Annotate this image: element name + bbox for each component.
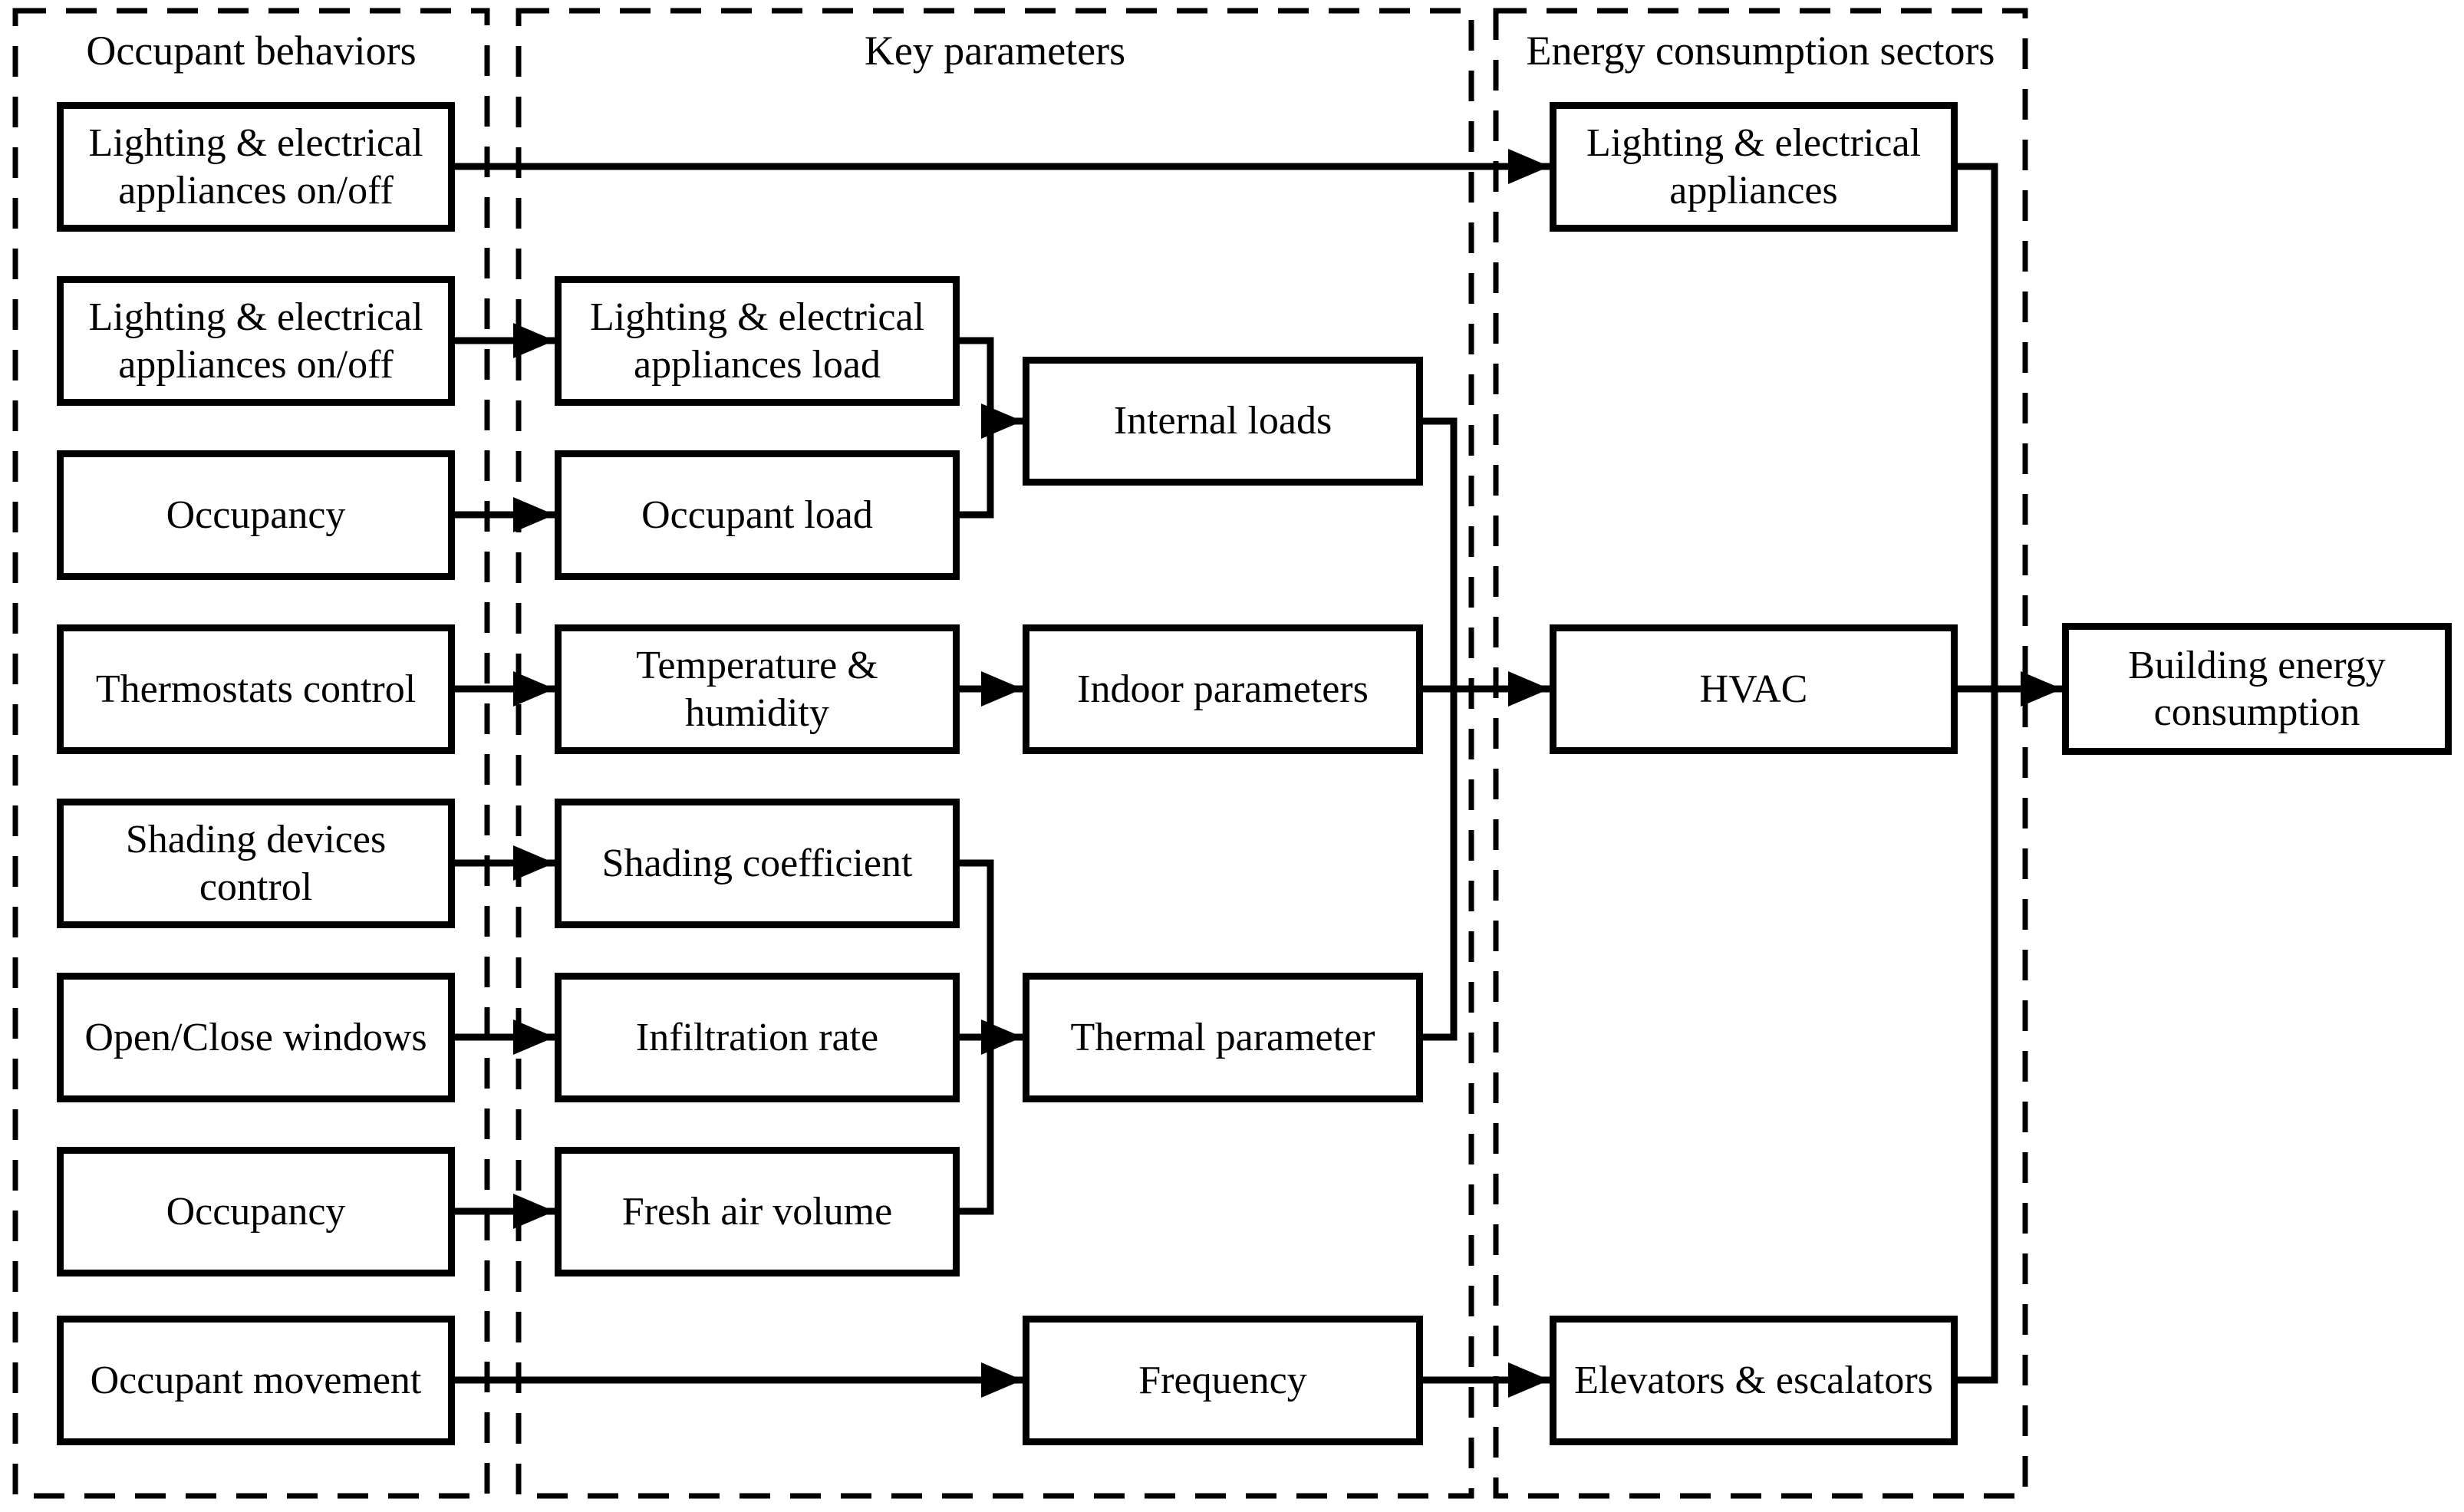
box-temperature-humidity: Temperature & humidity [555, 624, 960, 754]
panel-key-parameters-outline [516, 8, 1474, 1499]
box-indoor-parameters: Indoor parameters [1023, 624, 1423, 754]
box-fresh-air-volume: Fresh air volume [555, 1147, 960, 1276]
box-shading-coefficient: Shading coefficient [555, 799, 960, 928]
bracket-internal-loads [960, 337, 994, 519]
box-occupancy-2: Occupancy [57, 1147, 455, 1276]
box-thermostats-control: Thermostats control [57, 624, 455, 754]
panel-outlines [12, 8, 2028, 1499]
panel-occupant-behaviors-outline [12, 8, 490, 1499]
box-lighting-appliances-sector: Lighting & electrical appliances [1550, 102, 1958, 232]
box-occupant-load: Occupant load [555, 450, 960, 580]
box-lighting-onoff-1: Lighting & electrical appliances on/off [57, 102, 455, 232]
box-occupancy-1: Occupancy [57, 450, 455, 580]
box-frequency: Frequency [1023, 1316, 1423, 1445]
panel-energy-sectors-outline [1493, 8, 2028, 1499]
box-occupant-movement: Occupant movement [57, 1316, 455, 1445]
panel-title-energy-sectors: Energy consumption sectors [1526, 28, 1995, 74]
box-elevators-escalators: Elevators & escalators [1550, 1316, 1958, 1445]
box-lighting-load: Lighting & electrical appliances load [555, 276, 960, 406]
box-thermal-parameter: Thermal parameter [1023, 973, 1423, 1102]
panel-title-occupant-behaviors: Occupant behaviors [86, 28, 417, 74]
box-shading-devices-control: Shading devices control [57, 799, 455, 928]
box-internal-loads: Internal loads [1023, 357, 1423, 486]
panel-title-key-parameters: Key parameters [864, 28, 1126, 74]
box-infiltration-rate: Infiltration rate [555, 973, 960, 1102]
box-open-close-windows: Open/Close windows [57, 973, 455, 1102]
box-building-energy-consumption: Building energy consumption [2062, 623, 2452, 755]
merge-trunk-building [1958, 163, 1998, 1384]
merge-trunk-hvac [1423, 417, 1458, 1041]
box-lighting-onoff-2: Lighting & electrical appliances on/off [57, 276, 455, 406]
box-hvac: HVAC [1550, 624, 1958, 754]
